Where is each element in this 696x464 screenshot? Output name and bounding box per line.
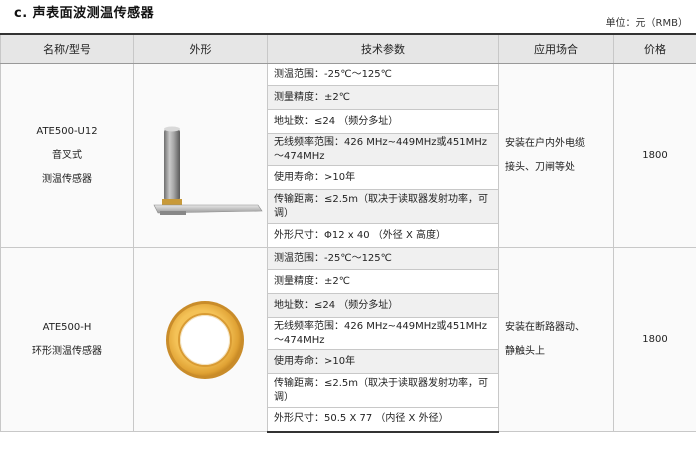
column-header-application: 应用场合 [498, 33, 614, 64]
table-row: 使用寿命：>10年 [1, 165, 696, 190]
application-cell: 安装在断路器动、 静触头上 [498, 247, 614, 432]
spec-frequency-range: 无线频率范围：426 MHz~449MHz或451MHz～474MHz [267, 133, 499, 166]
sensor-spec-table: 名称/型号 外形 技术参数 应用场合 价格 ATE500-U12 音叉式 测温传… [0, 33, 696, 433]
column-header-price: 价格 [613, 33, 696, 64]
table-row: 使用寿命：>10年 [1, 349, 696, 374]
tuning-fork-sensor-image [140, 71, 270, 241]
table-row: 外形尺寸：50.5 X 77 （内径 X 外径） [1, 407, 696, 433]
price-cell: 1800 [613, 247, 696, 432]
product-model: ATE500-H [42, 321, 92, 333]
table-row: 无线频率范围：426 MHz~449MHz或451MHz～474MHz [1, 317, 696, 350]
spec-accuracy: 测量精度：±2℃ [267, 269, 499, 294]
price-cell: 1800 [613, 63, 696, 248]
product-model: ATE500-U12 [36, 125, 98, 137]
spec-lifetime: 使用寿命：>10年 [267, 165, 499, 190]
spec-frequency-range: 无线频率范围：426 MHz~449MHz或451MHz～474MHz [267, 317, 499, 350]
application-line: 安装在户内外电缆 [505, 137, 585, 149]
column-header-shape: 外形 [133, 33, 268, 64]
table-row: 地址数：≤24 （频分多址） [1, 109, 696, 134]
table-row: 传输距离：≤2.5m（取决于读取器发射功率，可调） [1, 189, 696, 224]
product-name-cell: ATE500-U12 音叉式 测温传感器 [0, 63, 134, 248]
product-name-cell: ATE500-H 环形测温传感器 [0, 247, 134, 432]
table-row: 传输距离：≤2.5m（取决于读取器发射功率，可调） [1, 373, 696, 408]
spec-transmission-distance: 传输距离：≤2.5m（取决于读取器发射功率，可调） [267, 373, 499, 408]
spec-temperature-range: 测温范围：-25℃～125℃ [267, 247, 499, 270]
table-row: ATE500-H 环形测温传感器 [0, 247, 696, 432]
column-header-specs: 技术参数 [267, 33, 499, 64]
section-title: c. 声表面波测温传感器 [14, 6, 155, 21]
application-cell: 安装在户内外电缆 接头、刀闸等处 [498, 63, 614, 248]
table-row: ATE500-U12 音叉式 测温传感器 [0, 63, 696, 248]
spec-accuracy: 测量精度：±2℃ [267, 85, 499, 110]
application-line: 安装在断路器动、 [505, 321, 585, 333]
ring-sensor-image [140, 255, 270, 425]
spec-address-count: 地址数：≤24 （频分多址） [267, 293, 499, 318]
product-shape-cell [133, 247, 270, 432]
column-header-name: 名称/型号 [0, 33, 134, 64]
spec-dimensions: 外形尺寸：50.5 X 77 （内径 X 外径） [267, 407, 499, 433]
spec-temperature-range: 测温范围：-25℃～125℃ [267, 63, 499, 86]
spec-address-count: 地址数：≤24 （频分多址） [267, 109, 499, 134]
product-type: 环形测温传感器 [32, 345, 102, 357]
table-header-row: 名称/型号 外形 技术参数 应用场合 价格 [0, 33, 696, 64]
application-line: 静触头上 [505, 345, 545, 357]
application-line: 接头、刀闸等处 [505, 161, 575, 173]
currency-unit-note: 单位：元（RMB） [605, 18, 688, 29]
table-row: 无线频率范围：426 MHz~449MHz或451MHz～474MHz [1, 133, 696, 166]
product-type: 音叉式 [52, 149, 82, 161]
spec-transmission-distance: 传输距离：≤2.5m（取决于读取器发射功率，可调） [267, 189, 499, 224]
table-row: 地址数：≤24 （频分多址） [1, 293, 696, 318]
table-row: 测量精度：±2℃ [1, 85, 696, 110]
table-row: 测量精度：±2℃ [1, 269, 696, 294]
product-category: 测温传感器 [42, 173, 92, 185]
table-row: 外形尺寸：Φ12 x 40 （外径 X 高度） [1, 223, 696, 248]
spec-lifetime: 使用寿命：>10年 [267, 349, 499, 374]
spec-dimensions: 外形尺寸：Φ12 x 40 （外径 X 高度） [267, 223, 499, 248]
product-shape-cell [133, 63, 270, 248]
